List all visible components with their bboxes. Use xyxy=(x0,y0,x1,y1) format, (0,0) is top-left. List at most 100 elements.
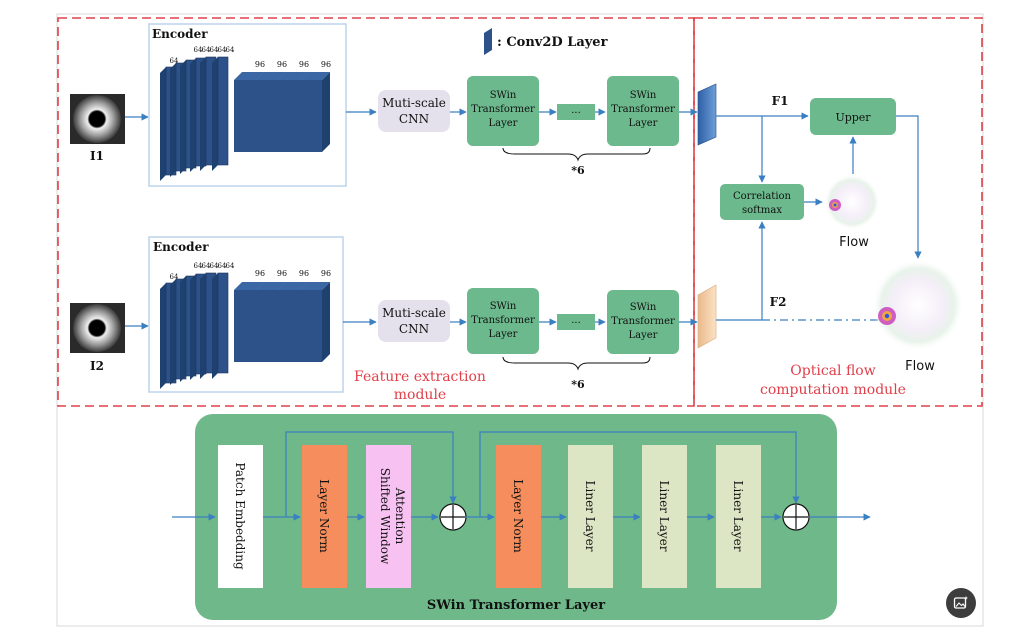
cnn-label-line: Muti-scale xyxy=(382,306,446,320)
swin-block-bottom-2: SWin Transformer Layer xyxy=(607,290,679,354)
f1-label: F1 xyxy=(772,94,789,108)
swin-detail-panel: SWin Transformer Layer Patch Embedding L… xyxy=(172,414,871,620)
optical-module-label: Optical flow xyxy=(790,363,875,379)
channel-label: 96 xyxy=(255,60,265,69)
cnn-top: Muti-scale CNN xyxy=(378,90,450,132)
conv-layer xyxy=(212,56,229,171)
input-i2-label: I2 xyxy=(90,359,104,373)
encoder-top-label: Encoder xyxy=(152,27,208,41)
shifted-window-attention-block xyxy=(366,445,411,588)
feature-extraction-border xyxy=(57,17,695,407)
conv-layer xyxy=(200,56,217,171)
liner-layer-label: Liner Layer xyxy=(731,481,745,552)
ellipsis-bottom: ··· xyxy=(557,314,595,330)
legend-label: : Conv2D Layer xyxy=(497,35,608,50)
flow-small-label: Flow xyxy=(839,235,869,250)
image-action-button[interactable] xyxy=(946,588,976,618)
ellipsis-text: ··· xyxy=(571,108,581,119)
conv-layer-large xyxy=(300,72,330,152)
channel-label: 64 xyxy=(210,262,219,270)
channel-label: 96 xyxy=(299,60,309,69)
flow-large-label: Flow xyxy=(905,359,935,374)
skip-connection-2 xyxy=(479,431,800,517)
feature-f2 xyxy=(697,284,717,349)
feature-module-label: Feature extraction xyxy=(354,369,486,385)
feature-module-label: module xyxy=(394,387,446,403)
optical-module-label: computation module xyxy=(760,382,906,398)
cnn-bottom: Muti-scale CNN xyxy=(378,300,450,342)
encoder-bottom-label: Encoder xyxy=(153,240,209,254)
swin-label-line: SWin xyxy=(630,302,657,313)
correlation-label-line: softmax xyxy=(742,205,782,216)
ellipsis-top: ··· xyxy=(557,104,595,120)
flow-small: Flow xyxy=(824,174,880,250)
liner-layer-1-block xyxy=(568,445,613,588)
encoder-top: Encoder 64 64 64 64 64 64 96 96 96 96 xyxy=(148,23,347,187)
layer-norm-1-block xyxy=(302,445,347,588)
feature-f1 xyxy=(697,83,717,146)
ellipsis-text: ··· xyxy=(571,318,581,329)
conv-layer-large xyxy=(300,282,330,362)
correlation-label-line: Correlation xyxy=(733,191,792,202)
repeat-brace-top xyxy=(502,147,651,162)
swin-label-line: Transformer xyxy=(471,315,535,326)
swin-label-line: SWin xyxy=(630,90,657,101)
swin-block-top-1: SWin Transformer Layer xyxy=(467,76,539,146)
cnn-label-line: CNN xyxy=(399,112,429,126)
repeat-label-bottom: *6 xyxy=(571,378,585,391)
swin-label-line: Layer xyxy=(629,118,658,129)
add-node-1 xyxy=(439,503,467,531)
flow-large: Flow xyxy=(872,259,964,374)
cnn-label-line: Muti-scale xyxy=(382,96,446,110)
layer-norm-1-label: Layer Norm xyxy=(317,479,331,553)
channel-label: 96 xyxy=(277,60,287,69)
skip-connection-1 xyxy=(285,431,457,517)
swin-label-line: Layer xyxy=(489,329,518,340)
channel-label: 64 xyxy=(170,57,179,65)
channel-label: 64 xyxy=(226,46,235,54)
repeat-label-top: *6 xyxy=(571,164,585,177)
swin-label-line: Layer xyxy=(489,118,518,129)
layer-norm-2-label: Layer Norm xyxy=(511,479,525,553)
channel-label: 96 xyxy=(255,269,265,278)
swin-label-line: Layer xyxy=(629,330,658,341)
legend: : Conv2D Layer xyxy=(484,28,608,55)
upper-label: Upper xyxy=(835,111,871,124)
input-i1-label: I1 xyxy=(90,149,104,163)
swin-block-bottom-1: SWin Transformer Layer xyxy=(467,288,539,354)
swin-block-top-2: SWin Transformer Layer xyxy=(607,76,679,146)
repeat-brace-bottom xyxy=(502,356,651,371)
channel-label: 64 xyxy=(202,46,211,54)
channel-label: 96 xyxy=(321,60,331,69)
arrow-upper-flow xyxy=(896,115,922,259)
channel-label: 64 xyxy=(194,46,203,54)
liner-layer-3-block xyxy=(716,445,761,588)
patch-embedding-block xyxy=(218,445,263,588)
swin-label-line: Transformer xyxy=(471,104,535,115)
swin-label-line: Transformer xyxy=(611,104,675,115)
swin-detail-title: SWin Transformer Layer xyxy=(427,598,605,613)
channel-label: 96 xyxy=(321,269,331,278)
patch-embedding-label: Patch Embedding xyxy=(233,462,247,570)
channel-label: 64 xyxy=(202,262,211,270)
correlation-softmax: Correlation softmax xyxy=(720,184,804,220)
liner-layer-label: Liner Layer xyxy=(583,481,597,552)
image-sparkle-icon xyxy=(953,596,968,609)
channel-label: 64 xyxy=(218,46,227,54)
channel-label: 64 xyxy=(218,262,227,270)
f2-label: F2 xyxy=(770,295,787,309)
channel-label: 64 xyxy=(194,262,203,270)
channel-label: 96 xyxy=(299,269,309,278)
liner-layer-2-block xyxy=(642,445,687,588)
liner-layer-label: Liner Layer xyxy=(657,481,671,552)
channel-label: 64 xyxy=(210,46,219,54)
swin-label-line: SWin xyxy=(490,301,517,312)
channel-label: 96 xyxy=(277,269,287,278)
shifted-window-label: Attention xyxy=(393,487,407,545)
encoder-bottom: Encoder 64 64 64 64 64 64 96 96 96 96 xyxy=(148,236,344,393)
swin-label-line: Transformer xyxy=(611,316,675,327)
channel-label: 64 xyxy=(170,273,179,281)
swin-label-line: SWin xyxy=(490,90,517,101)
add-node-2 xyxy=(782,503,810,531)
